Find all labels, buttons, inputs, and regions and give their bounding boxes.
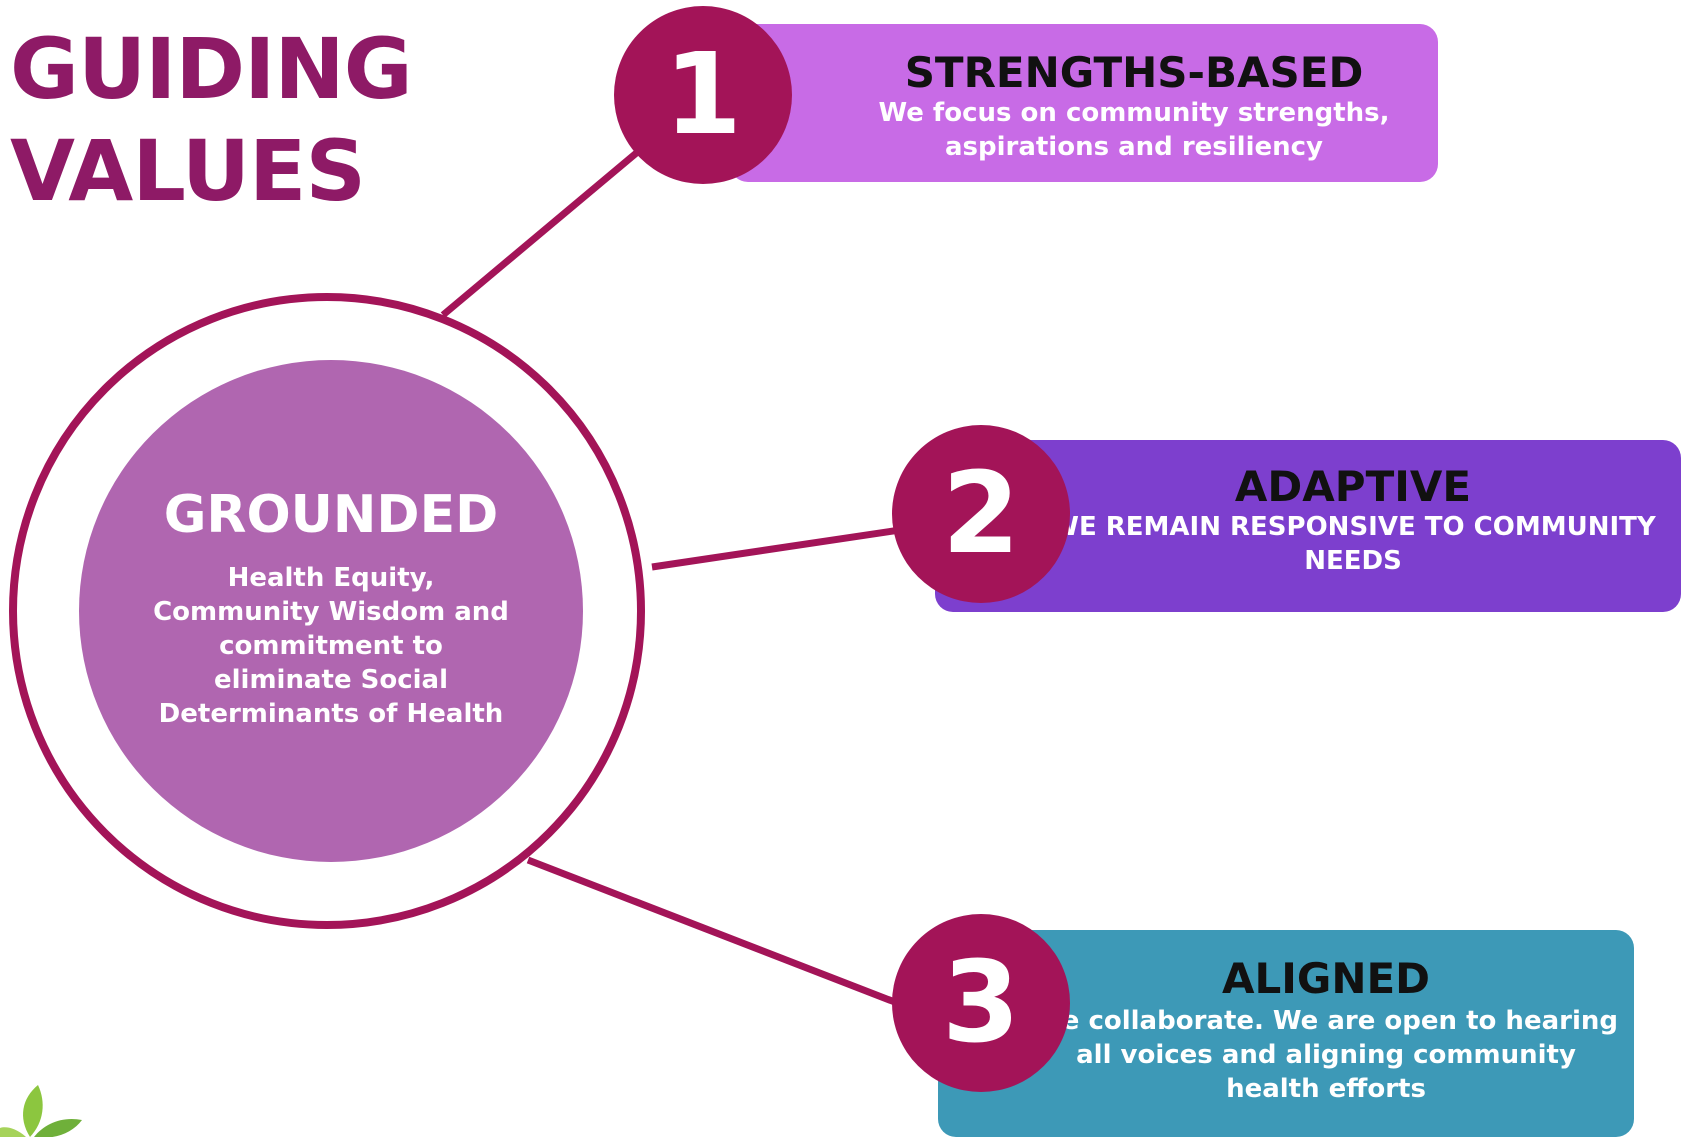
value-box-strengths-based: STRENGTHS-BASED We focus on community st… — [730, 24, 1438, 182]
connector-3 — [526, 856, 907, 1010]
value-title: STRENGTHS-BASED — [904, 48, 1364, 97]
value-box-aligned: ALIGNED We collaborate. We are open to h… — [938, 930, 1634, 1137]
value-text: We collaborate. We are open to hearing a… — [1034, 1006, 1618, 1104]
number-badge-3: 3 — [892, 914, 1070, 1092]
value-title: ADAPTIVE — [1234, 462, 1472, 511]
title-line-1: GUIDING — [10, 20, 413, 118]
number-badge-1: 1 — [614, 6, 792, 184]
connector-2 — [651, 526, 901, 571]
center-text: Health Equity, Community Wisdom and comm… — [153, 563, 509, 729]
leaf-icon — [0, 1085, 82, 1137]
number-badge-2: 2 — [892, 425, 1070, 603]
title-line-2: VALUES — [10, 122, 366, 220]
value-text: WE REMAIN RESPONSIVE TO COMMUNITY NEEDS — [1050, 512, 1656, 576]
value-title: ALIGNED — [1221, 954, 1431, 1003]
value-text: We focus on community strengths, aspirat… — [878, 98, 1390, 162]
page-title: GUIDING VALUES — [10, 18, 413, 222]
center-title: GROUNDED — [163, 485, 499, 545]
center-circle: GROUNDED Health Equity, Community Wisdom… — [79, 360, 583, 862]
connector-1 — [440, 147, 643, 318]
